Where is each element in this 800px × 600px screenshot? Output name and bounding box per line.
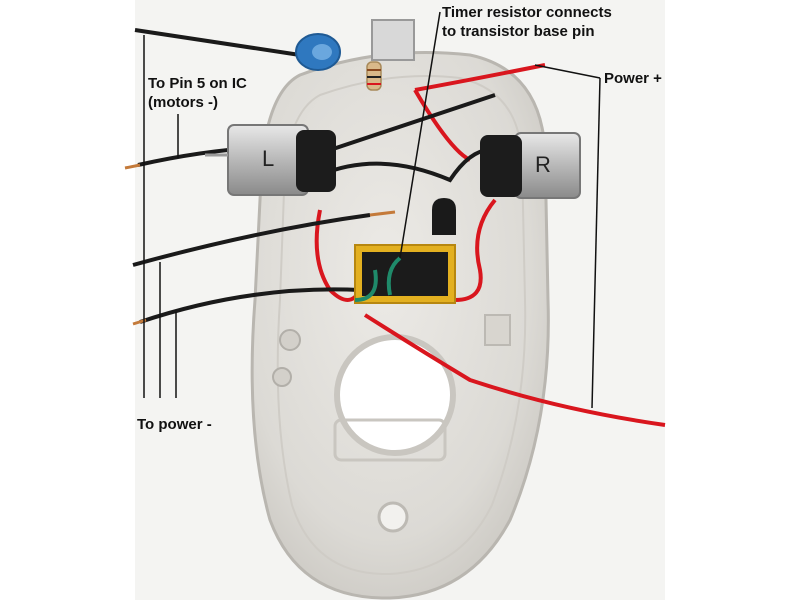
leader-lines (143, 11, 601, 409)
black-wire-top (134, 28, 301, 57)
red-wire-to-right-motor (413, 88, 471, 162)
motor-right: R (480, 132, 581, 199)
label-pin5: To Pin 5 on IC (motors -) (148, 74, 247, 112)
label-pin5-line-1: To Pin 5 on IC (148, 75, 247, 92)
black-wire-power-minus-1 (132, 213, 371, 267)
screw-post (279, 329, 301, 351)
label-pin5-line-2: (motors -) (148, 94, 218, 111)
label-timer-resistor: Timer resistor connects to transistor ba… (442, 3, 612, 41)
ic-chip (354, 244, 456, 304)
transistor (432, 198, 456, 235)
black-wire-power-minus-2 (139, 287, 361, 324)
housing-rib (333, 418, 447, 462)
motor-right-mark: R (535, 152, 551, 177)
black-wire-motors (319, 148, 491, 183)
timer-resistor (366, 61, 382, 91)
top-component (371, 19, 415, 61)
motor-left: L (205, 124, 336, 196)
copper-tip (369, 210, 396, 217)
leader-timer (399, 11, 441, 259)
leader-power-plus-top (534, 64, 601, 79)
leader-power-plus-bottom (591, 77, 601, 409)
capacitor (295, 33, 341, 71)
label-timer-line-1: Timer resistor connects (442, 4, 612, 21)
label-timer-line-2: to transistor base pin (442, 23, 595, 40)
copper-tip (124, 163, 141, 170)
label-power-minus: To power - (137, 416, 212, 433)
red-wire-power-out (363, 313, 666, 427)
screw-post (272, 367, 292, 387)
red-wire-right-motor (454, 198, 497, 302)
motor-left-mark: L (262, 146, 274, 171)
ball-aperture (334, 334, 456, 456)
label-power-plus: Power + (604, 70, 662, 87)
housing-rib (484, 314, 511, 346)
screw-hole (377, 501, 409, 533)
